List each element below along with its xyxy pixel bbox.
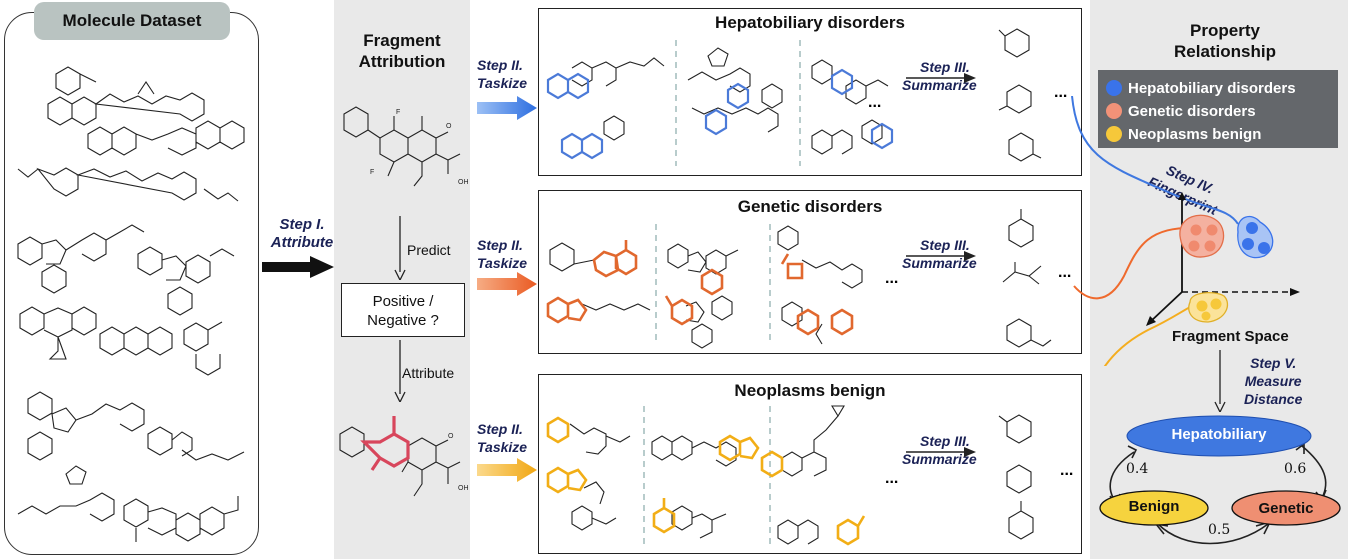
legend-swatch-hepatobiliary [1106,80,1122,96]
attribute-arrow [394,340,406,402]
step5-label: Step V. Measure Distance [1244,355,1303,407]
attributed-molecule: O OH [339,416,469,497]
node-genetic: Genetic [1258,500,1314,517]
step2-arrow-hepatobiliary [477,96,537,120]
task-title-benign: Neoplasms benign [734,381,886,400]
fragment-attribution-panel [334,0,470,559]
dataset-molecule-7 [17,465,239,542]
molecule-dataset-title: Molecule Dataset [34,2,230,40]
dataset-molecule-3 [17,167,239,202]
summarized-fragments-genetic [1002,209,1052,348]
step2-arrow-genetic [477,272,537,296]
node-benign-shape [1099,490,1209,526]
svg-text:OH: OH [458,179,469,186]
measure-arrow [1214,350,1226,412]
highlighted-fragment [360,416,410,471]
task-title-hepatobiliary: Hepatobiliary disorders [715,13,905,32]
step2-label-hepatobiliary: Step II. Taskize [477,57,528,91]
legend-swatch-genetic [1106,103,1122,119]
summarized-fragments-hepatobiliary [998,28,1042,162]
task-ellipsis-benign: ... [885,470,899,487]
dataset-molecule-1 [47,66,205,126]
node-hepatobiliary: Hepatobiliary [1171,426,1267,443]
dataset-molecule-4 [17,224,235,316]
attribute-label: Attribute [402,365,455,381]
point-hepatobiliary [1242,238,1254,250]
connector-genetic [1073,226,1199,300]
point-genetic [1206,224,1218,236]
step3-label-hepatobiliary: Step III. Summarize [902,59,977,93]
distance-benign-genetic: 0.5 [1208,522,1231,538]
step2-label-genetic: Step II. Taskize [477,237,528,271]
connector-hepatobiliary [1071,96,1239,225]
property-relationship-title: Property Relationship [1173,21,1276,61]
summary-ellipsis-benign: ... [1060,462,1074,479]
edge-benign-genetic [1157,523,1269,545]
distance-hep-benign: 0.4 [1126,461,1149,477]
task-box-benign [538,374,1082,554]
dataset-molecules [17,66,245,542]
dataset-molecule-5 [19,306,223,376]
legend-swatch-benign [1106,126,1122,142]
legend-item-benign: Neoplasms benign [1106,124,1261,144]
task-ellipsis-hepatobiliary: ... [868,94,882,111]
decision-box: Positive / Negative ? [341,283,465,337]
task-box-hepatobiliary [538,8,1082,176]
property-legend: Hepatobiliary disorders Genetic disorder… [1098,70,1338,148]
fragment-attribution-title: Fragment Attribution [358,31,446,71]
step3-label-benign: Step III. Summarize [902,433,977,467]
svg-text:O: O [448,433,454,440]
step2-label-benign: Step II. Taskize [477,421,528,455]
point-genetic [1204,240,1216,252]
point-benign [1201,311,1211,321]
task-molecules-genetic [546,224,863,349]
node-hepatobiliary-shape [1126,415,1312,457]
svg-text:OH: OH [458,485,469,492]
predict-label: Predict [407,242,451,258]
step3-arrow-hepatobiliary [906,73,976,83]
point-genetic [1190,224,1202,236]
point-benign [1196,300,1208,312]
step1-arrow [262,256,334,278]
dataset-molecule-2 [87,120,245,156]
connector-benign [1103,301,1203,366]
step3-arrow-benign [906,447,976,457]
step2-arrow-benign [477,458,537,482]
legend-item-genetic: Genetic disorders [1106,101,1256,121]
distance-hep-genetic: 0.6 [1284,461,1307,477]
svg-text:F: F [396,109,400,116]
distance-graph [1099,415,1341,545]
dataset-molecule-6 [27,391,245,461]
task-molecules-benign [546,405,866,546]
task-box-genetic [538,190,1082,354]
predict-arrow [394,216,406,280]
legend-item-hepatobiliary: Hepatobiliary disorders [1106,78,1296,98]
node-benign: Benign [1128,498,1180,515]
input-molecule: F F O OH [343,106,469,187]
svg-text:F: F [370,169,374,176]
point-hepatobiliary [1246,222,1258,234]
point-benign [1210,298,1222,310]
fragment-space-label: Fragment Space [1172,328,1289,345]
svg-text:O: O [446,123,452,130]
task-title-genetic: Genetic disorders [737,197,883,216]
fragment-space-plot [1071,96,1300,366]
cluster-genetic [1179,214,1225,258]
summarized-fragments-benign [998,414,1034,540]
task-molecules-hepatobiliary [546,40,894,166]
point-genetic [1188,240,1200,252]
summary-ellipsis-hepatobiliary: ... [1054,84,1068,101]
step1-label: Step I. Attribute [270,216,334,251]
axis-z [1149,291,1183,323]
task-ellipsis-genetic: ... [885,270,899,287]
node-genetic-shape [1231,490,1341,526]
step3-label-genetic: Step III. Summarize [902,237,977,271]
summary-ellipsis-genetic: ... [1058,264,1072,281]
step3-arrow-genetic [906,251,976,261]
point-hepatobiliary [1258,242,1270,254]
